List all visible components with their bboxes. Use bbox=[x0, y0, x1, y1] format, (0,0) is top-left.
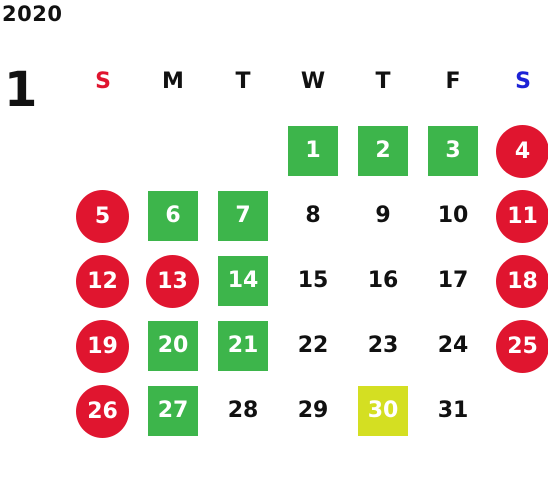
day-cell-31[interactable]: 31 bbox=[418, 379, 488, 444]
day-cell-18[interactable]: 18 bbox=[488, 249, 548, 314]
day-marker-red: 12 bbox=[76, 255, 129, 308]
day-cell-24[interactable]: 24 bbox=[418, 314, 488, 379]
day-cell-29[interactable]: 29 bbox=[278, 379, 348, 444]
day-cell-9[interactable]: 9 bbox=[348, 184, 418, 249]
day-marker-red: 5 bbox=[76, 190, 129, 243]
day-marker-green: 1 bbox=[288, 126, 338, 176]
weekday-header-0: S bbox=[95, 69, 111, 94]
day-cell-6[interactable]: 6 bbox=[138, 184, 208, 249]
day-number: 23 bbox=[367, 333, 399, 358]
day-cell-1[interactable]: 1 bbox=[278, 119, 348, 184]
day-number: 24 bbox=[437, 333, 469, 358]
day-cell-10[interactable]: 10 bbox=[418, 184, 488, 249]
day-cell-2[interactable]: 2 bbox=[348, 119, 418, 184]
empty-day-cell bbox=[208, 119, 278, 184]
day-marker-red: 18 bbox=[496, 255, 548, 308]
day-number: 17 bbox=[437, 268, 469, 293]
day-marker-green: 20 bbox=[148, 321, 198, 371]
day-marker-green: 27 bbox=[148, 386, 198, 436]
day-marker-red: 11 bbox=[496, 190, 548, 243]
empty-day-cell bbox=[138, 119, 208, 184]
day-cell-11[interactable]: 11 bbox=[488, 184, 548, 249]
day-number: 22 bbox=[297, 333, 329, 358]
day-cell-13[interactable]: 13 bbox=[138, 249, 208, 314]
day-cell-27[interactable]: 27 bbox=[138, 379, 208, 444]
day-marker-green: 6 bbox=[148, 191, 198, 241]
weekday-header-6: S bbox=[515, 69, 531, 94]
weekday-header-3: W bbox=[300, 69, 326, 94]
day-cell-15[interactable]: 15 bbox=[278, 249, 348, 314]
weekday-header-2: T bbox=[235, 69, 251, 94]
day-number: 28 bbox=[227, 398, 259, 423]
weekday-header-5: F bbox=[445, 69, 461, 94]
day-number: 8 bbox=[305, 203, 321, 228]
day-marker-red: 26 bbox=[76, 385, 129, 438]
day-number: 10 bbox=[437, 203, 469, 228]
day-marker-green: 21 bbox=[218, 321, 268, 371]
day-marker-red: 13 bbox=[146, 255, 199, 308]
day-cell-21[interactable]: 21 bbox=[208, 314, 278, 379]
weekday-header-4: T bbox=[375, 69, 391, 94]
day-cell-3[interactable]: 3 bbox=[418, 119, 488, 184]
day-cell-19[interactable]: 19 bbox=[68, 314, 138, 379]
day-cell-22[interactable]: 22 bbox=[278, 314, 348, 379]
empty-day-cell bbox=[68, 119, 138, 184]
day-cell-17[interactable]: 17 bbox=[418, 249, 488, 314]
day-cell-28[interactable]: 28 bbox=[208, 379, 278, 444]
day-cell-7[interactable]: 7 bbox=[208, 184, 278, 249]
year-label: 2020 bbox=[2, 2, 63, 26]
day-cell-23[interactable]: 23 bbox=[348, 314, 418, 379]
day-number: 29 bbox=[297, 398, 329, 423]
day-cell-20[interactable]: 20 bbox=[138, 314, 208, 379]
day-cell-14[interactable]: 14 bbox=[208, 249, 278, 314]
month-label: 1 bbox=[4, 62, 38, 118]
day-marker-red: 19 bbox=[76, 320, 129, 373]
day-cell-30[interactable]: 30 bbox=[348, 379, 418, 444]
day-number: 15 bbox=[297, 268, 329, 293]
day-cell-25[interactable]: 25 bbox=[488, 314, 548, 379]
day-cell-12[interactable]: 12 bbox=[68, 249, 138, 314]
day-marker-green: 3 bbox=[428, 126, 478, 176]
day-cell-26[interactable]: 26 bbox=[68, 379, 138, 444]
day-cell-8[interactable]: 8 bbox=[278, 184, 348, 249]
day-number: 9 bbox=[375, 203, 391, 228]
day-cell-5[interactable]: 5 bbox=[68, 184, 138, 249]
day-cell-16[interactable]: 16 bbox=[348, 249, 418, 314]
day-number: 16 bbox=[367, 268, 399, 293]
day-marker-green: 14 bbox=[218, 256, 268, 306]
day-marker-green: 7 bbox=[218, 191, 268, 241]
day-number: 31 bbox=[437, 398, 469, 423]
day-marker-yellow: 30 bbox=[358, 386, 408, 436]
day-marker-red: 4 bbox=[496, 125, 548, 178]
day-cell-4[interactable]: 4 bbox=[488, 119, 548, 184]
weekday-header-1: M bbox=[162, 69, 184, 94]
day-marker-red: 25 bbox=[496, 320, 548, 373]
day-marker-green: 2 bbox=[358, 126, 408, 176]
